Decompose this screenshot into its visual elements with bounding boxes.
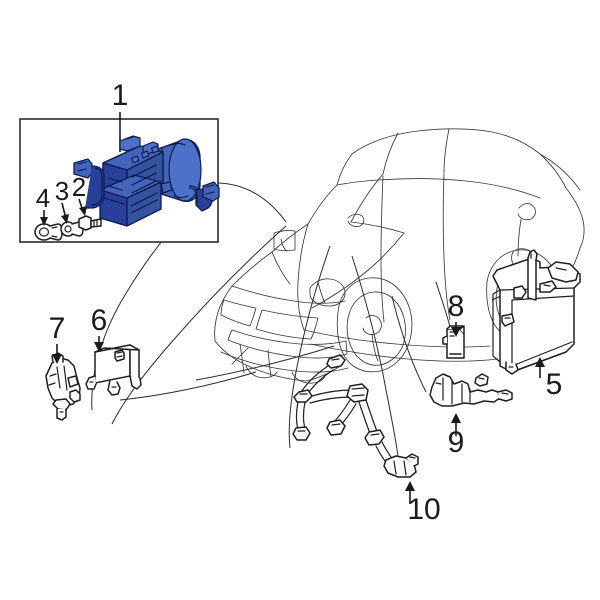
callout-label-4: 4: [36, 183, 50, 213]
callout-arrows: [52, 322, 545, 504]
abs-control-module: [85, 344, 142, 396]
rubber-grommet-mount: [34, 223, 63, 241]
abs-module-mounting-bracket: [492, 249, 581, 375]
abs-actuator-bracket: [45, 352, 81, 421]
callout-label-8: 8: [448, 290, 465, 323]
callout-label-6: 6: [91, 304, 108, 337]
callout-label-3: 3: [55, 176, 69, 206]
callout-label-9: 9: [448, 426, 465, 459]
mounting-hardware-group: [34, 215, 102, 241]
callout-label-10: 10: [407, 493, 440, 526]
rear-wheel-speed-sensor: [429, 373, 513, 407]
callout-label-2: 2: [72, 172, 86, 202]
front-wheel-speed-sensor-harness: [292, 354, 419, 478]
callout-label-1: 1: [112, 79, 129, 112]
abs-hydraulic-modulator-assembly: [73, 135, 220, 227]
callout-label-5: 5: [546, 368, 563, 401]
mounting-bolt: [78, 215, 102, 231]
callout-arrows-hardware: [40, 198, 87, 226]
callout-label-7: 7: [49, 312, 66, 345]
